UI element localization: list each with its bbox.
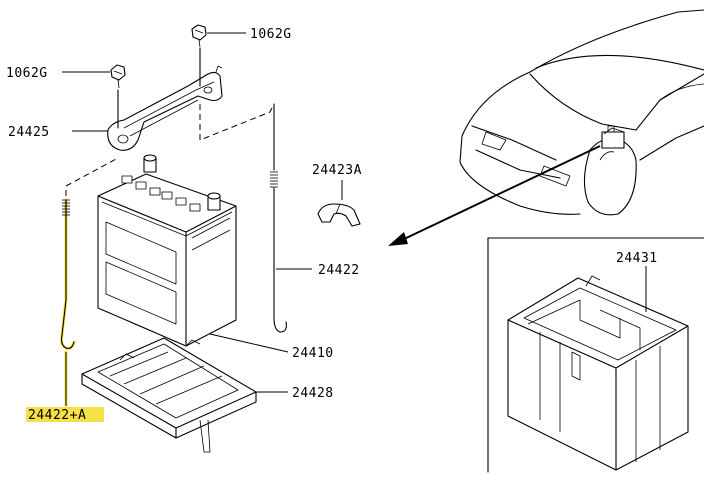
nut-1062g-left[interactable] (110, 64, 126, 89)
battery-cover-24431[interactable] (507, 275, 689, 471)
location-arrow (388, 145, 601, 246)
label-24410: 24410 (292, 346, 334, 361)
label-24422: 24422 (318, 263, 360, 278)
label-highlight-box (26, 407, 104, 422)
clip-24423a[interactable] (317, 203, 361, 227)
label-24422-a[interactable]: 24422+A (28, 408, 86, 423)
rod-24422[interactable] (270, 103, 287, 333)
rod-thread-right (270, 171, 278, 188)
label-24423a: 24423A (312, 163, 362, 178)
label-24425: 24425 (8, 125, 50, 140)
battery-terminal-right (207, 192, 221, 211)
battery-terminal-left (143, 154, 157, 173)
battery-location-mark (601, 125, 625, 149)
label-1062g-top: 1062G (250, 27, 292, 42)
hold-down-bracket-24425[interactable] (107, 47, 223, 151)
label-1062g-left: 1062G (6, 66, 48, 81)
battery-24410[interactable] (97, 154, 237, 347)
label-24431: 24431 (616, 251, 658, 266)
nut-1062g-top[interactable] (191, 24, 207, 48)
rod-thread-top-left (62, 199, 70, 216)
car-sketch (459, 9, 704, 216)
battery-caps (121, 175, 201, 212)
inset-frame (487, 237, 704, 473)
battery-tray-24428[interactable] (81, 337, 257, 453)
label-24428: 24428 (292, 386, 334, 401)
